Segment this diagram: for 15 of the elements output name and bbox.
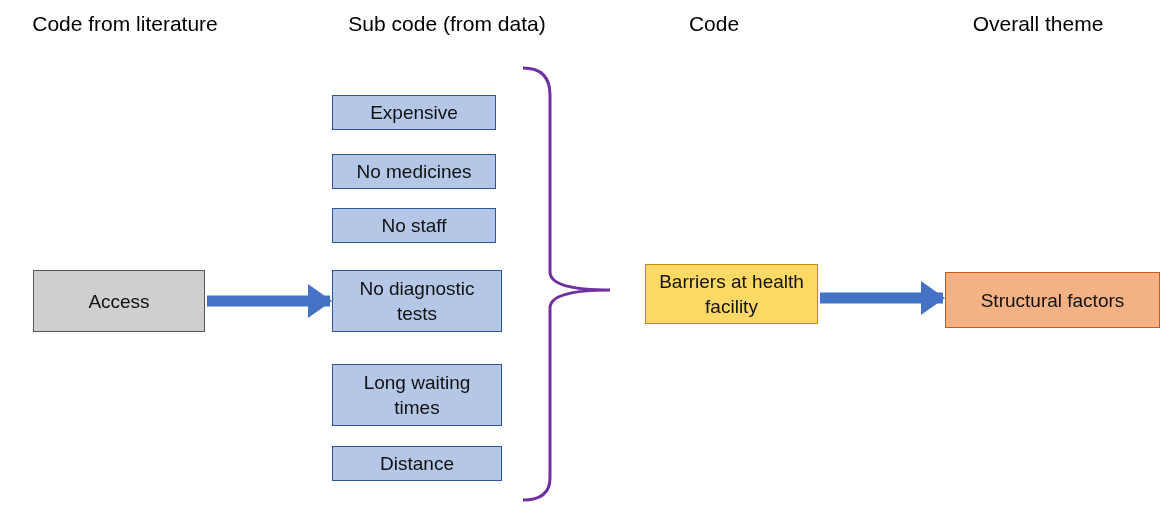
code-box: No medicines <box>332 154 496 189</box>
column-heading: Code from literature <box>32 12 218 36</box>
code-box: Long waiting times <box>332 364 502 426</box>
column-heading: Overall theme <box>972 12 1104 36</box>
code-box: No diagnostic tests <box>332 270 502 332</box>
code-box: Barriers at health facility <box>645 264 818 324</box>
column-heading: Code <box>688 12 740 36</box>
code-box: Structural factors <box>945 272 1160 328</box>
arrow <box>207 284 332 318</box>
arrow <box>820 281 945 315</box>
code-box: No staff <box>332 208 496 243</box>
code-box: Distance <box>332 446 502 481</box>
column-heading: Sub code (from data) <box>348 12 546 36</box>
code-box: Access <box>33 270 205 332</box>
code-box: Expensive <box>332 95 496 130</box>
